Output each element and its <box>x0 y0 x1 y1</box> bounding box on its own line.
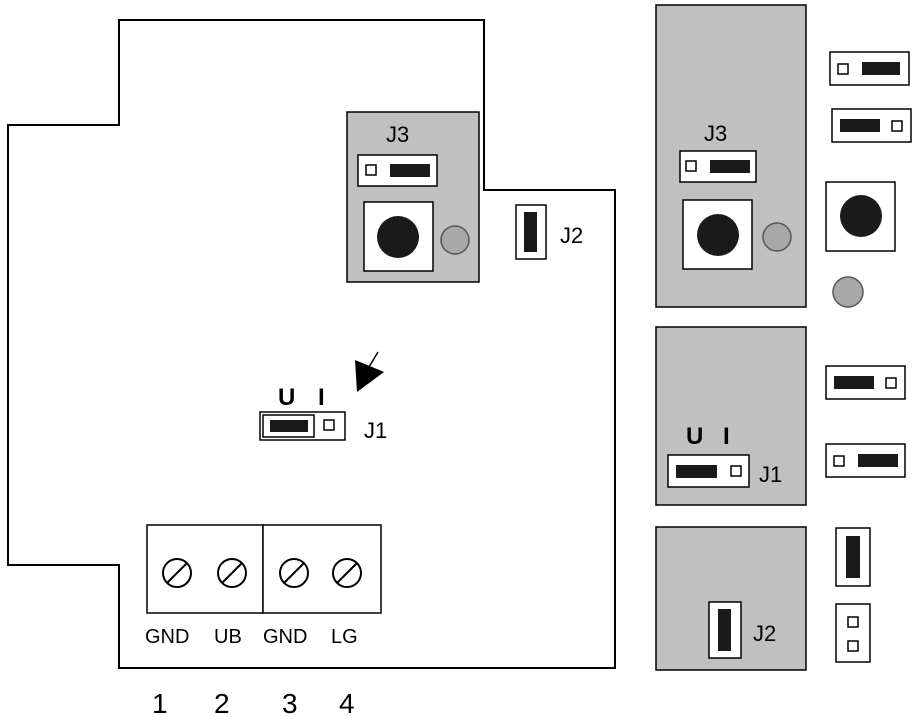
j1-option-b <box>825 443 906 478</box>
j2-option-b <box>835 603 871 663</box>
terminal-name-3: GND <box>263 626 307 648</box>
arrow-icon <box>355 351 384 392</box>
j2-label: J2 <box>560 223 583 248</box>
screw-terminal-1 <box>162 558 192 588</box>
j2-option-a <box>835 527 871 587</box>
detail-j3-panel: J3 <box>655 4 807 308</box>
detail-j1-label: J1 <box>759 462 782 487</box>
main-board: J3 J2 U I <box>7 19 616 669</box>
detail-j3-led <box>762 222 792 252</box>
led-option <box>832 276 864 308</box>
terminal-block <box>146 524 382 614</box>
j1-mode-i: I <box>318 384 325 411</box>
j2-jumper <box>515 204 547 260</box>
terminal-number-1: 1 <box>152 688 168 717</box>
j1-option-a <box>825 365 906 400</box>
terminal-number-4: 4 <box>339 688 355 717</box>
j1-mode-u: U <box>278 384 295 411</box>
detail-j2-jumper <box>708 601 742 659</box>
detail-j1-mode-i: I <box>723 423 730 450</box>
j3-option-a <box>829 51 910 86</box>
screw-terminal-4 <box>332 558 362 588</box>
j3-label: J3 <box>386 122 409 147</box>
j3-option-b <box>831 108 912 143</box>
terminal-name-1: GND <box>145 626 189 648</box>
j3-jumper <box>357 154 438 187</box>
detail-j2-label: J2 <box>753 621 776 646</box>
screw-terminal-2 <box>217 558 247 588</box>
detail-j3-jumper <box>679 150 757 183</box>
terminal-name-4: LG <box>331 626 358 648</box>
terminal-name-2: UB <box>214 626 242 648</box>
screw-terminal-3 <box>279 558 309 588</box>
potentiometer-option <box>825 181 896 252</box>
j3-led <box>440 225 470 255</box>
j1-label: J1 <box>364 418 387 443</box>
terminal-number-2: 2 <box>214 688 230 717</box>
detail-j2-panel: J2 <box>655 526 807 671</box>
detail-j1-jumper <box>667 454 750 488</box>
detail-j3-label: J3 <box>704 121 727 146</box>
detail-j1-mode-u: U <box>686 423 703 450</box>
detail-j1-panel: U I J1 <box>655 326 807 506</box>
j3-potentiometer <box>363 201 434 272</box>
detail-j3-potentiometer <box>682 199 753 270</box>
j3-panel: J3 <box>346 111 480 283</box>
j1-jumper <box>259 411 346 441</box>
terminal-number-3: 3 <box>282 688 298 717</box>
